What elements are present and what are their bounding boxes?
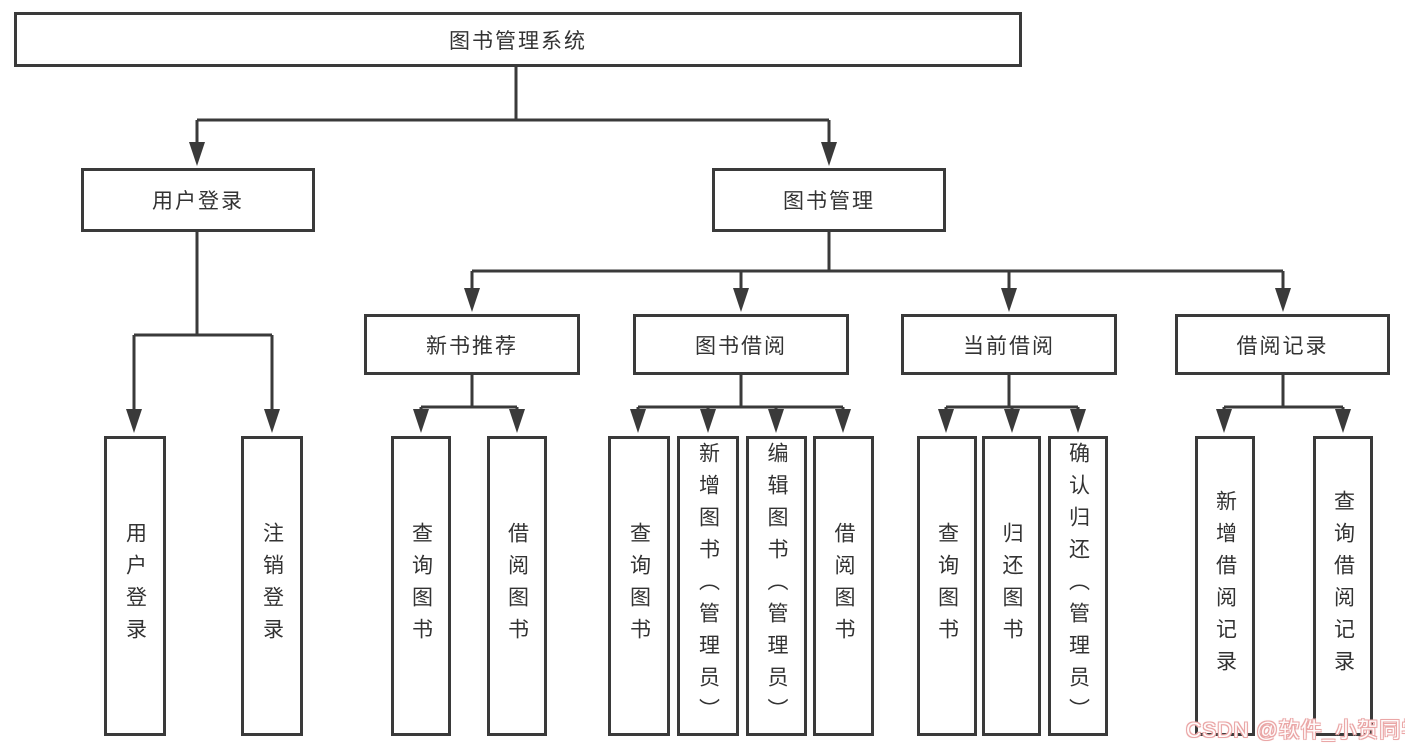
node-label: 确认归还（管理员） [1066,442,1090,730]
node-user-login: 用户登录 [81,168,315,232]
arrowhead-icon [413,409,429,433]
arrowhead-icon [768,409,784,433]
node-label: 图书借阅 [695,334,787,358]
leaf-return-books: 归还图书 [982,436,1041,736]
arrowhead-icon [264,409,280,433]
leaf-user-login: 用户登录 [104,436,166,736]
arrowhead-icon [1216,409,1232,433]
leaf-edit-books-admin: 编辑图书（管理员） [746,436,807,736]
node-label: 当前借阅 [963,334,1055,358]
node-label: 归还图书 [1000,522,1023,650]
node-current-borrow: 当前借阅 [901,314,1117,375]
arrowhead-icon [938,409,954,433]
node-label: 查询图书 [409,522,433,650]
node-label: 图书管理系统 [449,29,587,53]
node-label: 借阅记录 [1236,334,1329,358]
leaf-query-borrow-record: 查询借阅记录 [1313,436,1373,736]
arrowhead-icon [1070,409,1086,433]
arrowhead-icon [1275,288,1291,312]
leaf-query-books-recommend: 查询图书 [391,436,451,736]
node-book-borrow: 图书借阅 [633,314,849,375]
leaf-add-books-admin: 新增图书（管理员） [677,436,739,736]
leaf-logout-login: 注销登录 [241,436,303,736]
node-label: 用户登录 [123,522,147,650]
node-label: 借阅图书 [832,522,855,650]
arrowhead-icon [1335,409,1351,433]
arrowhead-icon [1001,288,1017,312]
node-label: 查询图书 [935,522,959,650]
node-label: 用户登录 [152,190,244,213]
node-label: 图书管理 [783,190,875,213]
node-label: 借阅图书 [505,522,529,650]
watermark: CSDN @软件_小贺同学 [1186,719,1405,742]
arrowhead-icon [1004,409,1020,433]
arrowhead-icon [700,409,716,433]
leaf-query-books-borrow: 查询图书 [608,436,670,736]
leaf-add-borrow-record: 新增借阅记录 [1195,436,1255,736]
node-new-book-recommend: 新书推荐 [364,314,580,375]
node-root: 图书管理系统 [14,12,1022,67]
node-book-management: 图书管理 [712,168,946,232]
leaf-query-books-current: 查询图书 [917,436,977,736]
node-label: 注销登录 [260,522,284,650]
arrowhead-icon [464,288,480,312]
arrowhead-icon [835,409,851,433]
node-borrow-record: 借阅记录 [1175,314,1390,375]
arrowhead-icon [126,409,142,433]
node-label: 新增图书（管理员） [696,442,720,730]
arrowhead-icon [821,142,837,166]
arrowhead-icon [509,409,525,433]
node-label: 新书推荐 [426,334,518,358]
node-label: 查询借阅记录 [1331,490,1355,682]
node-label: 查询图书 [627,522,651,650]
node-label: 编辑图书（管理员） [765,442,788,730]
leaf-borrow-books: 借阅图书 [813,436,874,736]
arrowhead-icon [733,288,749,312]
leaf-confirm-return-admin: 确认归还（管理员） [1048,436,1108,736]
arrowhead-icon [630,409,646,433]
arrowhead-icon [189,142,205,166]
node-label: 新增借阅记录 [1213,490,1237,682]
leaf-borrow-books-recommend: 借阅图书 [487,436,547,736]
